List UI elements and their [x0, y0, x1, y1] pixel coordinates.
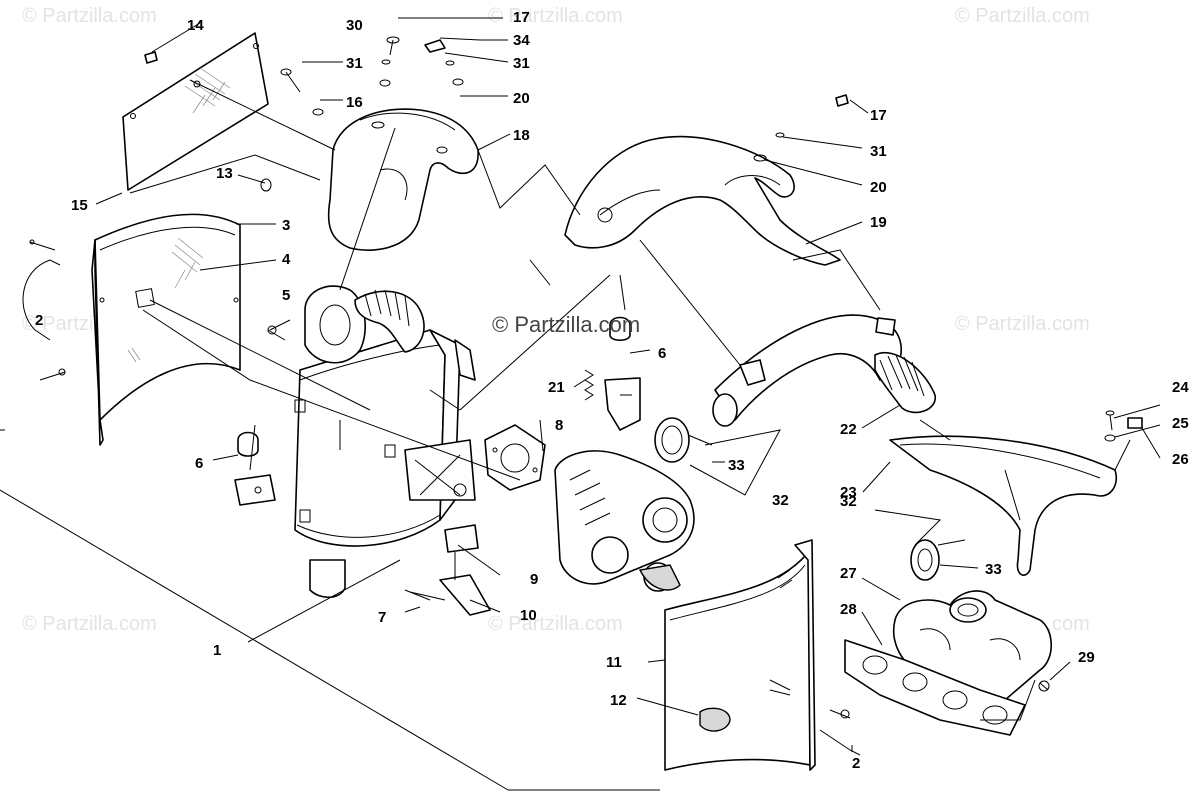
- watermark: © Partzilla.com: [488, 613, 623, 635]
- callout-32: 32: [772, 492, 789, 509]
- rear-heat-shield: [564, 135, 841, 266]
- lower-heat-shield: [664, 539, 816, 771]
- watermark: © Partzilla.com: [955, 5, 1090, 27]
- callout-19: 19: [870, 214, 887, 231]
- callout-2: 2: [852, 755, 860, 772]
- upper-heat-shield: [327, 108, 479, 251]
- hardware-top: [144, 36, 1050, 692]
- callout-28: 28: [840, 601, 857, 618]
- callout-1: 1: [213, 642, 221, 659]
- spring: [584, 369, 594, 401]
- callout-16: 16: [346, 94, 363, 111]
- callout-labels: 1 2 2 3 4 5 6 6 7 8 9 10 11 12 13 14 15 …: [35, 9, 1189, 772]
- callout-31: 31: [513, 55, 530, 72]
- callout-4: 4: [282, 251, 291, 268]
- callout-6: 6: [658, 345, 666, 362]
- callout-15: 15: [71, 197, 88, 214]
- watermark-center: © Partzilla.com: [492, 312, 640, 337]
- callout-9: 9: [530, 571, 538, 588]
- callout-25: 25: [1172, 415, 1189, 432]
- callout-34: 34: [513, 32, 530, 49]
- callout-17: 17: [513, 9, 530, 26]
- clip-26: [1127, 417, 1143, 429]
- callout-32: 32: [840, 493, 857, 510]
- callout-3: 3: [282, 217, 290, 234]
- bolt-24: [1105, 410, 1115, 431]
- callout-31: 31: [346, 55, 363, 72]
- callout-31: 31: [870, 143, 887, 160]
- left-heat-shield: [91, 213, 241, 446]
- manifold-heat-shield: [889, 435, 1117, 576]
- callout-29: 29: [1078, 649, 1095, 666]
- watermark: © Partzilla.com: [955, 313, 1090, 335]
- washer-25: [1104, 434, 1116, 442]
- rubber-mount-left: [234, 431, 276, 506]
- callout-33: 33: [728, 457, 745, 474]
- callout-18: 18: [513, 127, 530, 144]
- watermark: © Partzilla.com: [22, 5, 157, 27]
- callout-13: 13: [216, 165, 233, 182]
- callout-2: 2: [35, 312, 43, 329]
- callout-11: 11: [606, 654, 622, 671]
- rubber-mount-center: [604, 316, 641, 431]
- leader-lines: [0, 17, 1161, 791]
- callout-23: 23: [840, 484, 857, 501]
- callout-10: 10: [520, 607, 537, 624]
- callout-27: 27: [840, 565, 857, 582]
- muffler-canister: [294, 285, 476, 599]
- turbocharger: [554, 450, 695, 592]
- pins: [29, 239, 851, 719]
- watermark: © Partzilla.com: [22, 613, 157, 635]
- callout-26: 26: [1172, 451, 1189, 468]
- callout-20: 20: [513, 90, 530, 107]
- callout-6: 6: [195, 455, 203, 472]
- callout-20: 20: [870, 179, 887, 196]
- lower-bracket: [409, 524, 491, 616]
- callout-7: 7: [378, 609, 386, 626]
- heat-shield-plate: [122, 32, 269, 191]
- callout-21: 21: [548, 379, 565, 396]
- watermark: © Partzilla.com: [488, 5, 623, 27]
- callout-5: 5: [282, 287, 290, 304]
- callout-14: 14: [187, 17, 204, 34]
- callout-33: 33: [985, 561, 1002, 578]
- callout-17: 17: [870, 107, 887, 124]
- clamp-33-lower: [910, 539, 966, 581]
- callout-24: 24: [1172, 379, 1189, 396]
- turbo-gasket: [484, 424, 546, 491]
- exhaust-pipe: [712, 314, 936, 427]
- clamp-33-upper: [654, 417, 713, 463]
- callout-8: 8: [555, 417, 563, 434]
- manifold-gasket: [844, 639, 1026, 736]
- callout-30: 30: [346, 17, 363, 34]
- callout-12: 12: [610, 692, 627, 709]
- callout-22: 22: [840, 421, 857, 438]
